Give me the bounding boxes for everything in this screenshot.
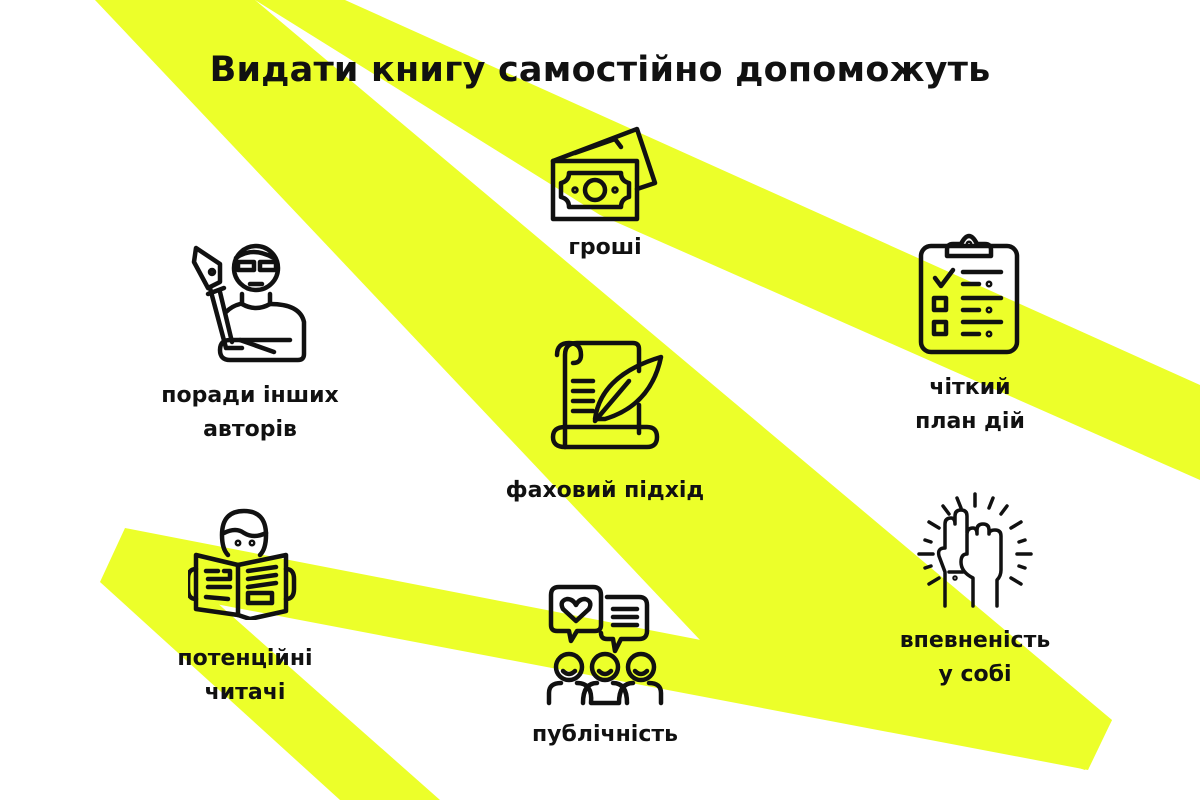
raised-hands-icon — [917, 492, 1033, 608]
item-label: план дій — [915, 409, 1025, 434]
item-label: гроші — [568, 235, 642, 260]
item-confidence: впевненість у собі — [860, 492, 1090, 692]
item-label: впевненість — [899, 628, 1051, 653]
writer-with-pen-icon — [191, 243, 307, 363]
item-label: чіткий — [929, 375, 1011, 400]
item-label: авторів — [203, 417, 297, 442]
item-professional: фаховий підхід — [480, 335, 730, 508]
item-label: потенційні — [177, 646, 313, 671]
item-money: гроші — [520, 125, 690, 265]
audience-speech-bubbles-icon — [546, 584, 663, 706]
scroll-quill-icon — [550, 340, 663, 450]
person-reading-newspaper-icon — [187, 508, 296, 620]
page-title: Видати книгу самостійно допоможуть — [209, 50, 991, 90]
item-label: читачі — [204, 680, 286, 705]
item-label: фаховий підхід — [505, 478, 705, 503]
clipboard-checklist-icon — [918, 233, 1020, 355]
item-readers: потенційні читачі — [140, 505, 350, 710]
item-publicity: публічність — [490, 583, 720, 752]
item-label: публічність — [531, 722, 679, 747]
money-banknotes-icon — [550, 126, 658, 222]
item-advice: поради інших авторів — [130, 232, 370, 447]
item-label: поради інших — [161, 383, 339, 408]
item-plan: чіткий план дій — [890, 232, 1050, 439]
item-label: у собі — [938, 662, 1012, 687]
